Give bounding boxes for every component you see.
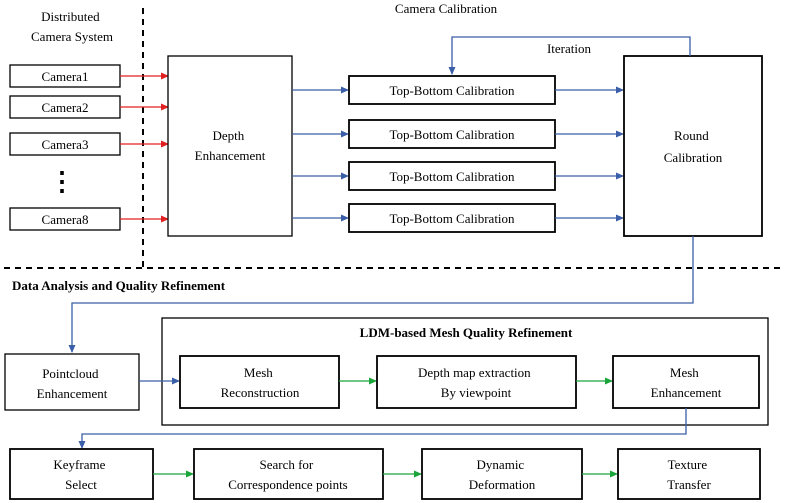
pointcloud-enhancement-label: Pointcloud Enhancement [37,366,108,401]
pointcloud-enhancement-box [4,353,140,411]
search-correspondence-box [193,448,384,500]
dynamic-deformation-label: Dynamic Deformation [469,457,536,492]
camera8-label: Camera8 [42,212,89,227]
depth-enhancement-box [167,55,293,237]
texture-transfer-label: Texture Transfer [667,457,711,492]
arrow-mesh-enhancement-keyframe [78,408,687,449]
data-analysis-title: Data Analysis and Quality Refinement [12,278,226,293]
iteration-loop-arrow [448,36,691,75]
camera3-label: Camera3 [42,137,89,152]
texture-transfer-box [617,448,761,500]
depth-enhancement-label: Depth Enhancement [195,128,266,163]
depth-map-extraction-box [376,355,577,409]
camera-ellipsis: ⋮ [49,167,75,196]
keyframe-select-box [9,448,154,500]
top-bottom-calibration-label-2: Top-Bottom Calibration [389,127,515,142]
search-correspondence-label: Search for Correspondence points [228,457,348,492]
keyframe-select-label: Keyframe Select [53,457,108,492]
iteration-label: Iteration [547,41,592,56]
top-bottom-calibration-label-3: Top-Bottom Calibration [389,169,515,184]
mesh-reconstruction-box [179,355,340,409]
distributed-camera-system-title: Distributed Camera System [31,9,113,44]
dynamic-deformation-box [421,448,583,500]
mesh-enhancement-box [612,355,760,409]
arrow-round-pointcloud [68,236,694,353]
mesh-reconstruction-label: Mesh Reconstruction [221,365,300,400]
ldm-refinement-title: LDM-based Mesh Quality Refinement [360,325,573,340]
round-calibration-label: Round Calibration [664,128,723,165]
top-bottom-calibration-box-2 [348,119,556,149]
camera2-label: Camera2 [42,100,89,115]
camera-calibration-title: Camera Calibration [395,1,498,16]
round-calibration-box [623,55,763,237]
top-bottom-calibration-box-1 [348,75,556,105]
top-bottom-calibration-box-4 [348,203,556,233]
camera1-label: Camera1 [42,69,89,84]
top-bottom-calibration-box-3 [348,161,556,191]
depth-map-extraction-label: Depth map extraction By viewpoint [418,365,534,400]
top-bottom-calibration-label-4: Top-Bottom Calibration [389,211,515,226]
mesh-enhancement-label: Mesh Enhancement [651,365,722,400]
top-bottom-calibration-label-1: Top-Bottom Calibration [389,83,515,98]
